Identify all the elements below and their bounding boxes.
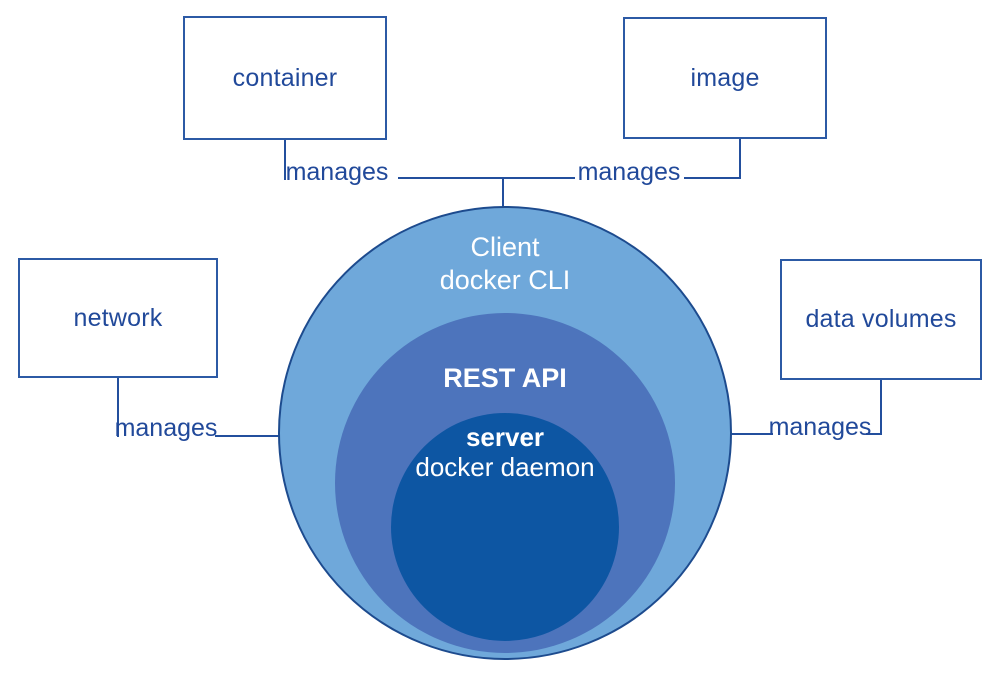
node-data-volumes: data volumes [780, 259, 982, 380]
connector-image-vertical [739, 139, 741, 179]
connector-topleft-horizontal [398, 177, 504, 179]
server-line2: docker daemon [415, 452, 595, 482]
connector-center-drop [502, 177, 504, 208]
node-data-volumes-label: data volumes [805, 305, 957, 333]
connector-right-horizontal-2 [866, 433, 882, 435]
edge-label-network-manages: manages [114, 414, 218, 442]
client-line1: Client [470, 232, 540, 262]
connector-container-vertical [284, 140, 286, 180]
node-network: network [18, 258, 218, 378]
node-network-label: network [73, 303, 163, 332]
node-container-label: container [232, 63, 338, 92]
server-line1: server [465, 422, 545, 452]
node-image-label: image [690, 63, 760, 92]
connector-data-volumes-vertical [880, 380, 882, 435]
client-circle-label: Client docker CLI [355, 231, 655, 297]
node-image: image [623, 17, 827, 139]
connector-left-horizontal [215, 435, 281, 437]
node-container: container [183, 16, 387, 140]
server-circle-label: server docker daemon [355, 422, 655, 482]
server-circle [391, 413, 619, 641]
connector-topright-horizontal-1 [504, 177, 575, 179]
connector-network-vertical [117, 378, 119, 437]
edge-label-container-manages: manages [285, 158, 389, 186]
client-line2: docker CLI [439, 265, 571, 295]
connector-topright-horizontal-2 [684, 177, 741, 179]
edge-label-data-volumes-manages: manages [768, 413, 872, 441]
connector-right-horizontal-1 [730, 433, 773, 435]
rest-api-label: REST API [443, 363, 567, 393]
edge-label-image-manages: manages [577, 158, 681, 186]
